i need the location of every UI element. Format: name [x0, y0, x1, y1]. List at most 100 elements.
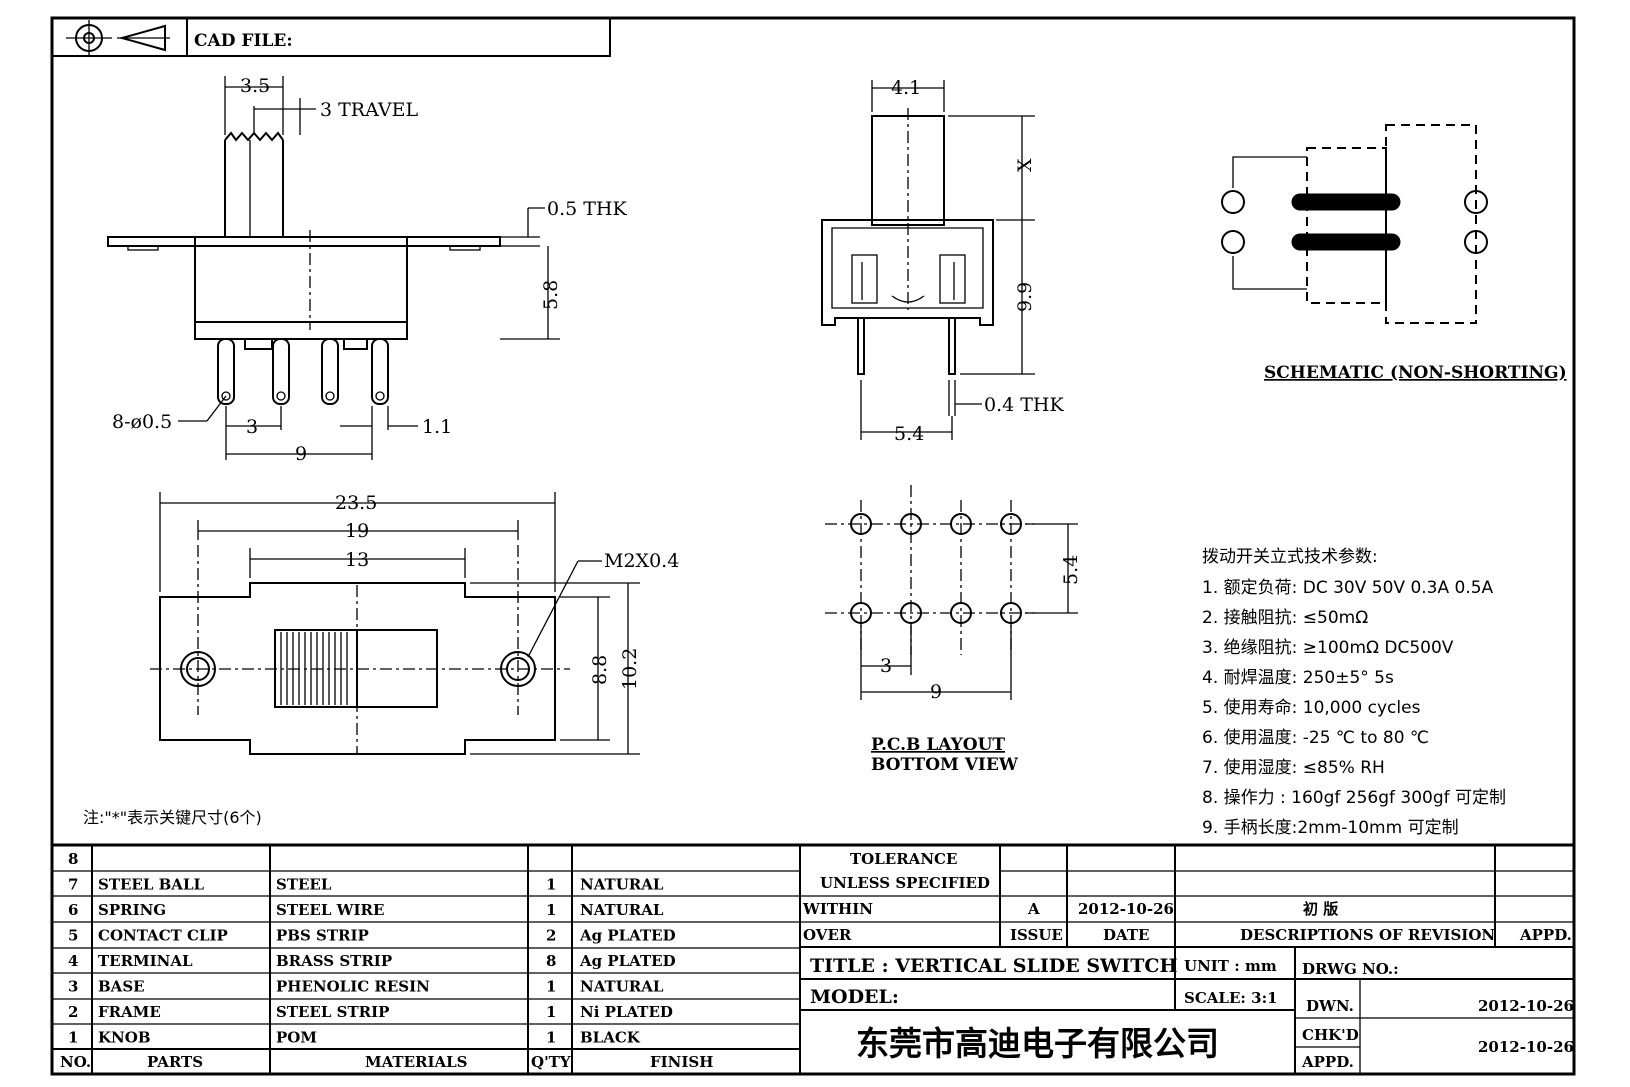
- pcb-layout: 5.4 3 9 P.C.B LAYOUT BOTTOM VIEW: [825, 485, 1082, 775]
- dim-screw-thread: M2X0.4: [604, 550, 679, 572]
- bom-row-no: 2: [68, 1003, 78, 1021]
- bom-row-no: 5: [68, 927, 78, 945]
- bom-row-no: 6: [68, 901, 78, 919]
- bom-row-material: PBS STRIP: [276, 927, 369, 945]
- bom-row-material: STEEL WIRE: [276, 901, 384, 919]
- col-description: DESCRIPTIONS OF REVISION: [1240, 926, 1495, 944]
- knob-grip: [280, 632, 348, 705]
- checked-label: CHK'D: [1302, 1026, 1359, 1044]
- side-view: 3.5 3 TRAVEL 0.5 THK 5.8 8-ø0.5 3 1.1 9: [107, 75, 627, 465]
- dim-knob-x: X: [1014, 158, 1036, 172]
- bom-row-qty: 8: [546, 952, 556, 970]
- unit-label: UNIT : mm: [1184, 957, 1277, 975]
- drawing-number-label: DRWG NO.:: [1302, 960, 1399, 978]
- bom-header-finish: FINISH: [650, 1053, 713, 1071]
- spec-item-1: 1. 额定负荷: DC 30V 50V 0.3A 0.5A: [1202, 578, 1494, 598]
- cad-file-label: CAD FILE:: [194, 31, 293, 51]
- dim-handle-width: 3.5: [240, 75, 270, 97]
- spec-item-9: 9. 手柄长度:2mm-10mm 可定制: [1202, 818, 1459, 838]
- dim-body-height: 5.8: [540, 280, 562, 310]
- dim-slot-length: 13: [345, 549, 369, 571]
- sheet-border: [50, 16, 1576, 1076]
- key-dimension-note: 注:"*"表示关键尺寸(6个): [83, 808, 262, 827]
- bom-row-qty: 1: [546, 1003, 556, 1021]
- bom-row-part: TERMINAL: [98, 952, 193, 970]
- bom-row-no: 4: [68, 952, 78, 970]
- dim-travel: 3 TRAVEL: [320, 99, 418, 121]
- spec-item-7: 7. 使用湿度: ≤85% RH: [1202, 757, 1385, 778]
- spec-item-6: 6. 使用温度: -25 ℃ to 80 ℃: [1202, 727, 1429, 748]
- schematic-caption: SCHEMATIC (NON-SHORTING): [1264, 363, 1567, 383]
- tech-specs: 拨动开关立式技术参数: 1. 额定负荷: DC 30V 50V 0.3A 0.5…: [1202, 547, 1506, 838]
- checked-date: 2012-10-26: [1478, 1038, 1574, 1056]
- bom-row-material: BRASS STRIP: [276, 952, 392, 970]
- dim-total-height: 9.9: [1014, 282, 1036, 312]
- bom-header-materials: MATERIALS: [365, 1053, 468, 1071]
- bom-row-material: POM: [276, 1029, 317, 1047]
- spec-item-8: 8. 操作力 : 160gf 256gf 300gf 可定制: [1202, 788, 1506, 808]
- dim-pin-span: 9: [295, 443, 307, 465]
- bom-row-finish: Ni PLATED: [580, 1003, 673, 1021]
- bom-row-material: PHENOLIC RESIN: [276, 978, 430, 996]
- bom-table-row: 2 FRAME STEEL STRIP 1 Ni PLATED: [68, 1003, 673, 1021]
- bom-row-finish: NATURAL: [580, 901, 664, 919]
- bom-header-parts: PARTS: [147, 1053, 203, 1071]
- bom-table-row: 6 SPRING STEEL WIRE 1 NATURAL: [68, 901, 664, 919]
- bom-row-qty: 1: [546, 1029, 556, 1047]
- drawn-label: DWN.: [1306, 997, 1354, 1015]
- bom-row-part: FRAME: [98, 1003, 161, 1021]
- bom-row-part: CONTACT CLIP: [98, 927, 228, 945]
- drawing-title: TITLE : VERTICAL SLIDE SWITCH: [810, 955, 1178, 977]
- approved-label: APPD.: [1301, 1053, 1354, 1071]
- spec-item-4: 4. 耐焊温度: 250±5° 5s: [1202, 668, 1394, 688]
- schematic: SCHEMATIC (NON-SHORTING): [1221, 124, 1567, 383]
- within-label: WITHIN: [802, 900, 873, 918]
- dim-pin-holes: 8-ø0.5: [112, 411, 172, 433]
- dim-pin-thk: 0.4 THK: [984, 394, 1064, 416]
- dim-inner-height: 8.8: [589, 655, 611, 685]
- dim-overall-length: 23.5: [335, 492, 377, 514]
- bom-row-qty: 1: [546, 876, 556, 894]
- bom-row-part: STEEL BALL: [98, 876, 204, 894]
- bom-row-finish: BLACK: [580, 1029, 641, 1047]
- dim-outer-height: 10.2: [619, 648, 641, 690]
- revision-description: 初 版: [1303, 900, 1338, 918]
- spec-item-3: 3. 绝缘阻抗: ≥100mΩ DC500V: [1202, 638, 1454, 658]
- bom-table-row: 8: [68, 850, 78, 868]
- side-pins: [217, 338, 389, 405]
- pcb-dim-span: 9: [930, 681, 942, 703]
- dim-end-pin-span: 5.4: [894, 423, 924, 445]
- bom-row-no: 3: [68, 978, 78, 996]
- spec-item-2: 2. 接触阻抗: ≤50mΩ: [1202, 608, 1368, 628]
- dim-knob-width: 4.1: [891, 77, 921, 99]
- dim-pin-pitch: 3: [246, 416, 258, 438]
- bom-header-qty: Q'TY: [531, 1053, 571, 1071]
- revision-issue: A: [1027, 900, 1040, 918]
- bom-table-row: 4 TERMINAL BRASS STRIP 8 Ag PLATED: [68, 952, 676, 970]
- over-label: OVER: [803, 926, 852, 944]
- pcb-caption-2: BOTTOM VIEW: [871, 755, 1019, 775]
- bom-header-no: NO.: [60, 1053, 91, 1071]
- col-date: DATE: [1103, 926, 1149, 944]
- bom-row-no: 8: [68, 850, 78, 868]
- bom-row-part: SPRING: [98, 901, 166, 919]
- revision-date: 2012-10-26: [1078, 900, 1174, 918]
- unless-specified-label: UNLESS SPECIFIED: [820, 874, 990, 892]
- first-angle-projection-icon: [66, 20, 170, 56]
- bom-row-material: STEEL STRIP: [276, 1003, 389, 1021]
- bom-row-qty: 1: [546, 901, 556, 919]
- bom-row-qty: 1: [546, 978, 556, 996]
- bom-row-finish: Ag PLATED: [579, 952, 676, 970]
- spec-item-5: 5. 使用寿命: 10,000 cycles: [1202, 697, 1421, 718]
- header: CAD FILE:: [51, 17, 611, 57]
- bom-row-finish: NATURAL: [580, 978, 664, 996]
- bom-row-finish: Ag PLATED: [579, 927, 676, 945]
- bom-row-material: STEEL: [276, 876, 332, 894]
- bom-row-finish: NATURAL: [580, 876, 664, 894]
- model-label: MODEL:: [810, 986, 899, 1008]
- bom-row-part: KNOB: [98, 1029, 151, 1047]
